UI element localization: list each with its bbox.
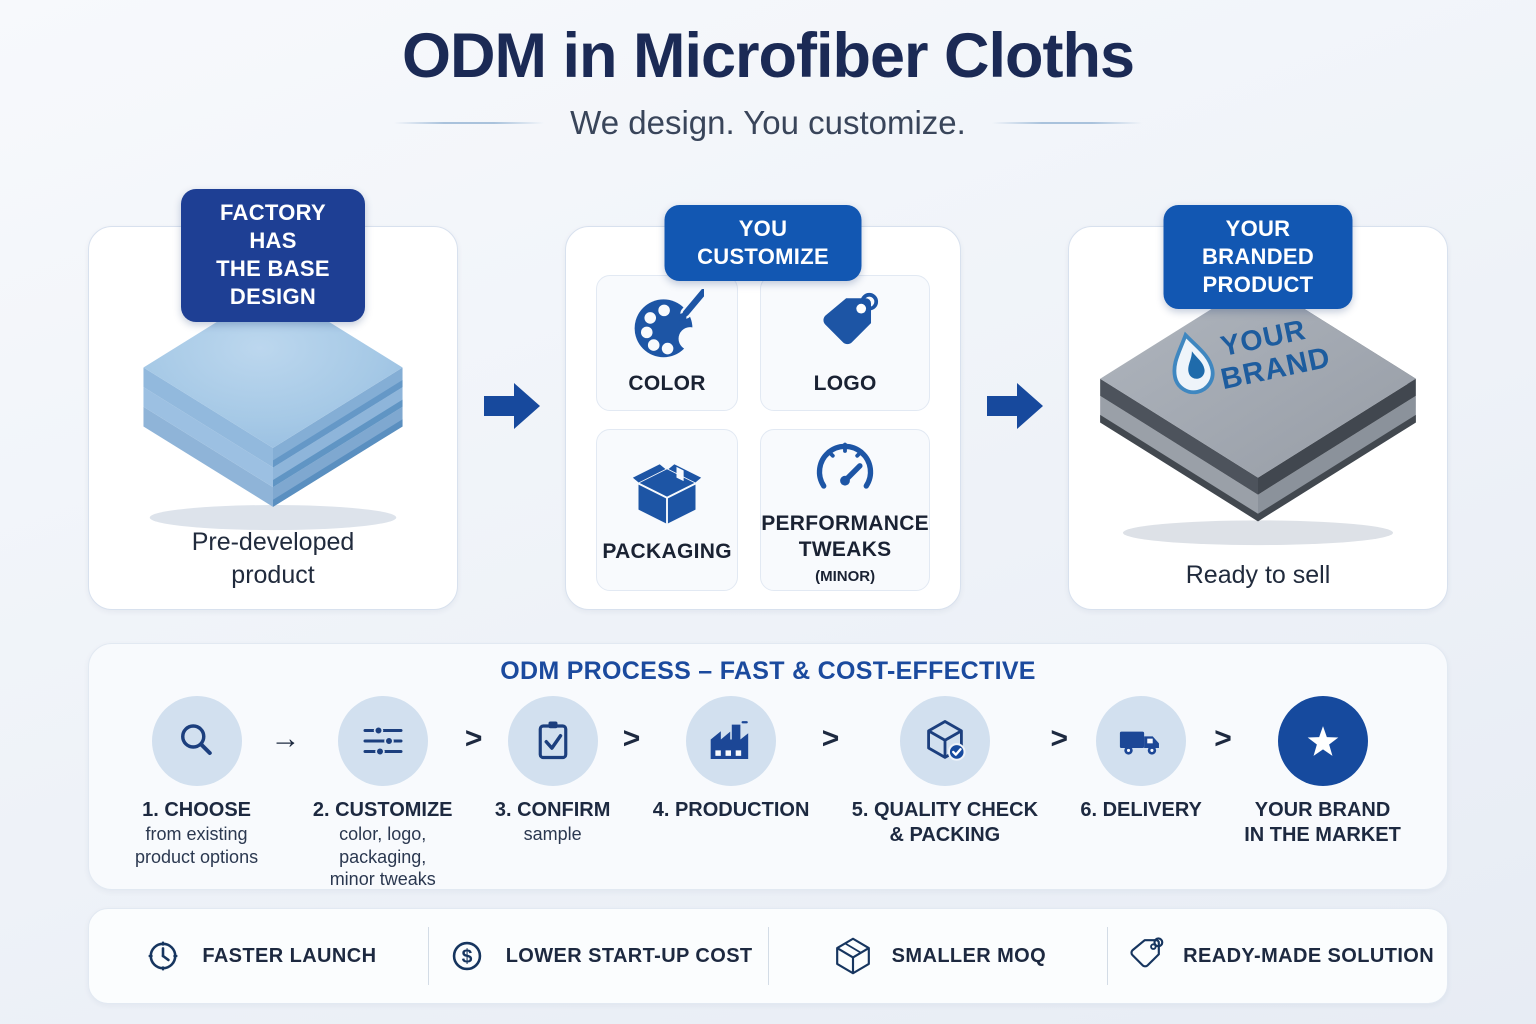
benefits-divider xyxy=(427,927,429,985)
panel-branded-product: YOUR BRANDED PRODUCT xyxy=(1068,205,1448,610)
step-production-circle xyxy=(686,696,777,786)
step-delivery-circle xyxy=(1096,696,1187,786)
benefit-faster-launch: FASTER LAUNCH xyxy=(89,933,428,979)
step-quality-check: 5. QUALITY CHECK & PACKING xyxy=(852,696,1038,848)
subtitle-row: We design. You customize. xyxy=(0,104,1536,142)
step-separator-arrow: → xyxy=(270,722,301,755)
branded-caption: Ready to sell xyxy=(1185,560,1331,589)
benefits-bar: FASTER LAUNCH $ LOWER START-UP COST SMAL… xyxy=(88,908,1448,1004)
step-choose: 1. CHOOSE from existing product options xyxy=(135,696,258,868)
gauge-icon xyxy=(816,442,874,489)
flow-arrow-2 xyxy=(961,376,1068,436)
customize-card-performance: PERFORMANCE TWEAKS (MINOR) xyxy=(760,429,930,591)
gray-branded-cloth-icon: YOUR BRAND xyxy=(1100,279,1416,546)
blue-cloth-stack-icon xyxy=(143,287,403,531)
step-confirm-sub: sample xyxy=(523,824,582,844)
your-brand-logo: YOUR BRAND xyxy=(1172,314,1334,396)
truck-icon xyxy=(1120,731,1160,755)
magnifier-icon xyxy=(180,724,212,756)
page-subtitle: We design. You customize. xyxy=(570,104,966,141)
tag-outline-icon xyxy=(1130,937,1164,968)
star-icon xyxy=(1307,726,1338,756)
page-title: ODM in Microfiber Cloths xyxy=(402,21,1135,91)
step-choose-circle xyxy=(151,696,242,786)
customize-card-logo: LOGO xyxy=(760,275,930,411)
sliders-icon xyxy=(363,725,403,757)
flow-arrow-1 xyxy=(458,376,565,436)
step-quality-circle xyxy=(899,696,990,786)
benefit-label-ready-made: READY-MADE SOLUTION xyxy=(1183,944,1435,967)
step-choose-sub: from existing product options xyxy=(135,824,259,867)
benefits-divider xyxy=(767,927,769,985)
step-production: 4. PRODUCTION xyxy=(652,696,810,823)
customize-badge: YOU CUSTOMIZE xyxy=(664,205,862,282)
customize-label-performance: PERFORMANCE TWEAKS xyxy=(761,511,929,561)
step-production-title: 4. PRODUCTION xyxy=(652,799,810,821)
step-customize-circle xyxy=(337,696,428,786)
customize-card-color: COLOR xyxy=(596,275,739,411)
gray-branded-cloth-image: YOUR BRAND xyxy=(1069,257,1447,547)
subtitle-right-line xyxy=(991,122,1142,124)
step-separator-chevron: > xyxy=(1050,722,1068,755)
tag-icon xyxy=(823,293,879,345)
blue-cloth-stack-image xyxy=(89,271,457,539)
clipboard-check-icon xyxy=(538,721,567,760)
panel-factory-base-design: FACTORY HAS THE BASE DESIGN xyxy=(88,189,458,610)
right-arrow-icon xyxy=(483,383,540,429)
customize-sublabel-minor: (MINOR) xyxy=(815,568,876,586)
benefit-label-faster-launch: FASTER LAUNCH xyxy=(202,944,377,967)
customize-grid: COLOR LOGO xyxy=(566,227,960,591)
step-choose-title: 1. CHOOSE xyxy=(142,799,251,821)
step-confirm-title: 3. CONFIRM xyxy=(494,799,611,821)
panel-you-customize: YOU CUSTOMIZE COLOR xyxy=(565,205,961,610)
dollar-icon: $ xyxy=(452,941,481,971)
step-customize-title: 2. CUSTOMIZE xyxy=(312,799,453,821)
step-your-brand-circle xyxy=(1277,696,1368,786)
clock-icon xyxy=(148,941,178,971)
step-separator-chevron: > xyxy=(1214,722,1232,755)
odm-process-section: ODM PROCESS – FAST & COST-EFFECTIVE 1. C… xyxy=(88,643,1448,890)
step-customize-sub: color, logo, packaging, minor tweaks xyxy=(329,824,436,889)
factory-icon xyxy=(710,721,749,759)
benefit-lower-cost: $ LOWER START-UP COST xyxy=(429,933,768,979)
svg-text:$: $ xyxy=(461,945,472,967)
palette-icon xyxy=(634,289,705,358)
right-arrow-icon xyxy=(986,383,1043,429)
step-customize: 2. CUSTOMIZE color, logo, packaging, min… xyxy=(313,696,453,891)
header: ODM in Microfiber Cloths We design. You … xyxy=(0,0,1536,142)
factory-badge: FACTORY HAS THE BASE DESIGN xyxy=(181,189,365,322)
step-separator-chevron: > xyxy=(821,722,840,755)
customize-label-logo: LOGO xyxy=(813,372,877,396)
benefit-label-smaller-moq: SMALLER MOQ xyxy=(891,944,1047,967)
customize-card-packaging: PACKAGING xyxy=(596,429,739,591)
factory-caption: Pre-developed product xyxy=(191,528,355,589)
box-check-icon xyxy=(927,720,966,761)
process-steps-row: 1. CHOOSE from existing product options … xyxy=(89,686,1447,891)
process-title: ODM PROCESS – FAST & COST-EFFECTIVE xyxy=(500,657,1036,685)
step-your-brand-title: YOUR BRAND IN THE MARKET xyxy=(1244,799,1401,846)
subtitle-left-line xyxy=(394,122,545,124)
step-separator-chevron: > xyxy=(464,722,483,755)
step-quality-title: 5. QUALITY CHECK & PACKING xyxy=(851,799,1039,846)
step-separator-chevron: > xyxy=(622,722,641,755)
benefit-ready-made: READY-MADE SOLUTION xyxy=(1108,933,1447,979)
benefit-smaller-moq: SMALLER MOQ xyxy=(769,933,1108,979)
step-delivery: 6. DELIVERY xyxy=(1080,696,1202,823)
customize-label-packaging: PACKAGING xyxy=(602,540,732,564)
box-icon xyxy=(629,462,705,525)
step-confirm-circle xyxy=(507,696,598,786)
step-your-brand: YOUR BRAND IN THE MARKET xyxy=(1244,696,1401,848)
step-delivery-title: 6. DELIVERY xyxy=(1080,799,1202,821)
benefit-label-lower-cost: LOWER START-UP COST xyxy=(505,944,753,967)
customize-label-color: COLOR xyxy=(628,372,706,396)
top-panels-row: FACTORY HAS THE BASE DESIGN xyxy=(88,189,1448,610)
cube-outline-icon xyxy=(835,937,870,975)
benefits-divider xyxy=(1107,927,1109,985)
branded-badge: YOUR BRANDED PRODUCT xyxy=(1163,205,1353,310)
step-confirm: 3. CONFIRM sample xyxy=(494,696,611,846)
